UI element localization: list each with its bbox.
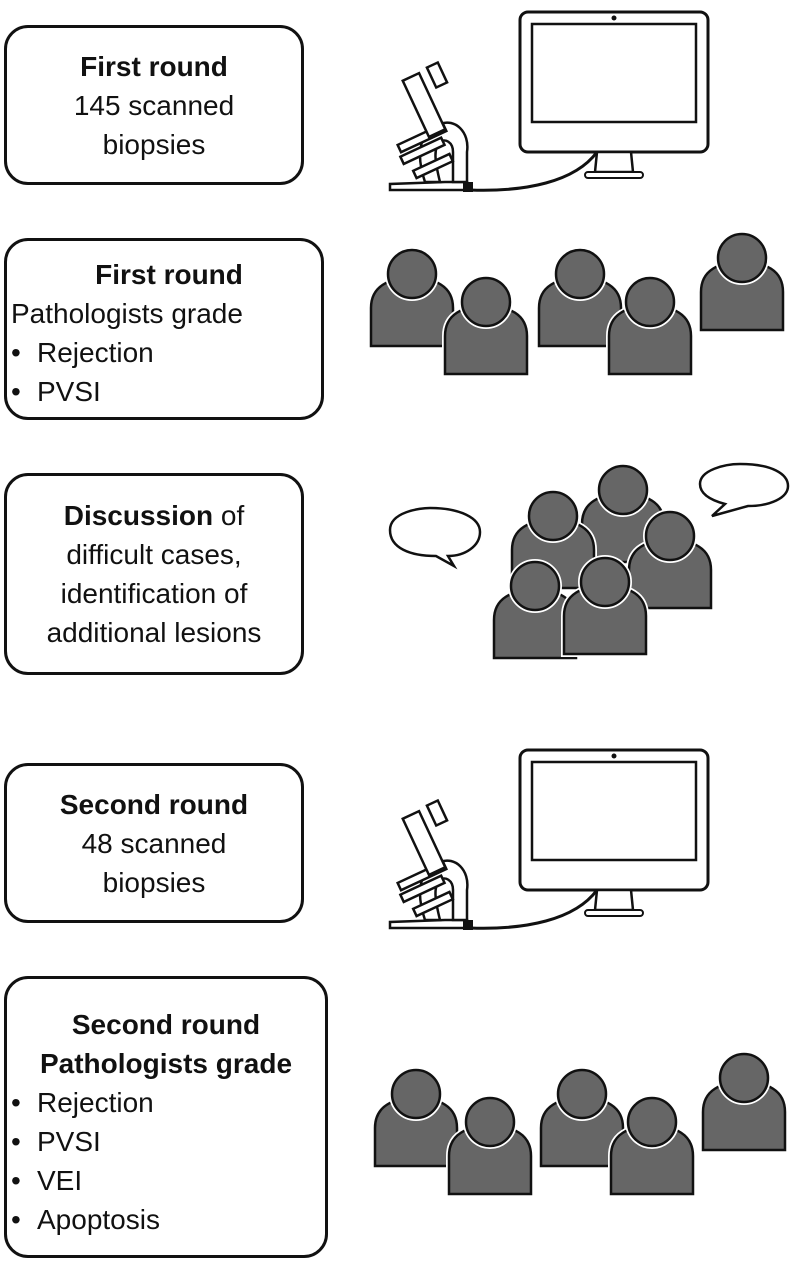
grade-item: VEI [7, 1161, 325, 1200]
step-title: Second round [59, 788, 249, 820]
step-title: Second round [71, 1009, 261, 1040]
grade-item: Apoptosis [7, 1200, 325, 1239]
step-line: identification of [60, 578, 248, 609]
step-line: biopsies [102, 128, 206, 160]
discussion-group-icon [388, 462, 790, 660]
step-subtitle: Pathologists grade [39, 1048, 293, 1079]
pathologists-group-icon [365, 232, 795, 380]
step-title-suffix: of [213, 500, 245, 531]
step-discussion: Discussion of difficult cases, identific… [4, 473, 304, 675]
step-second-round-grading: Second round Pathologists grade Rejectio… [4, 976, 328, 1258]
step-line: additional lesions [46, 617, 262, 648]
step-first-round-grading: First round Pathologists grade Rejection… [4, 238, 324, 420]
microscope-computer-icon [388, 10, 710, 194]
step-second-round-scanning: Second round 48 scanned biopsies [4, 763, 304, 923]
grade-item: PVSI [7, 372, 321, 411]
step-line: difficult cases, [66, 539, 242, 570]
step-title: First round [95, 259, 243, 290]
speech-bubble-icon [698, 462, 790, 518]
microscope-computer-icon [388, 748, 710, 932]
grade-item: Rejection [7, 1083, 325, 1122]
step-line: biopsies [102, 866, 206, 898]
step-subtitle: Pathologists grade [11, 298, 243, 329]
step-line: 48 scanned [81, 827, 227, 859]
step-first-round-scanning: First round 145 scanned biopsies [4, 25, 304, 185]
grade-item: Rejection [7, 333, 321, 372]
speech-bubble-icon [388, 506, 482, 570]
pathologists-group-icon [369, 1052, 797, 1200]
step-title: Discussion [63, 500, 214, 531]
step-line: 145 scanned [73, 89, 235, 121]
step-title: First round [80, 50, 228, 82]
grade-item: PVSI [7, 1122, 325, 1161]
